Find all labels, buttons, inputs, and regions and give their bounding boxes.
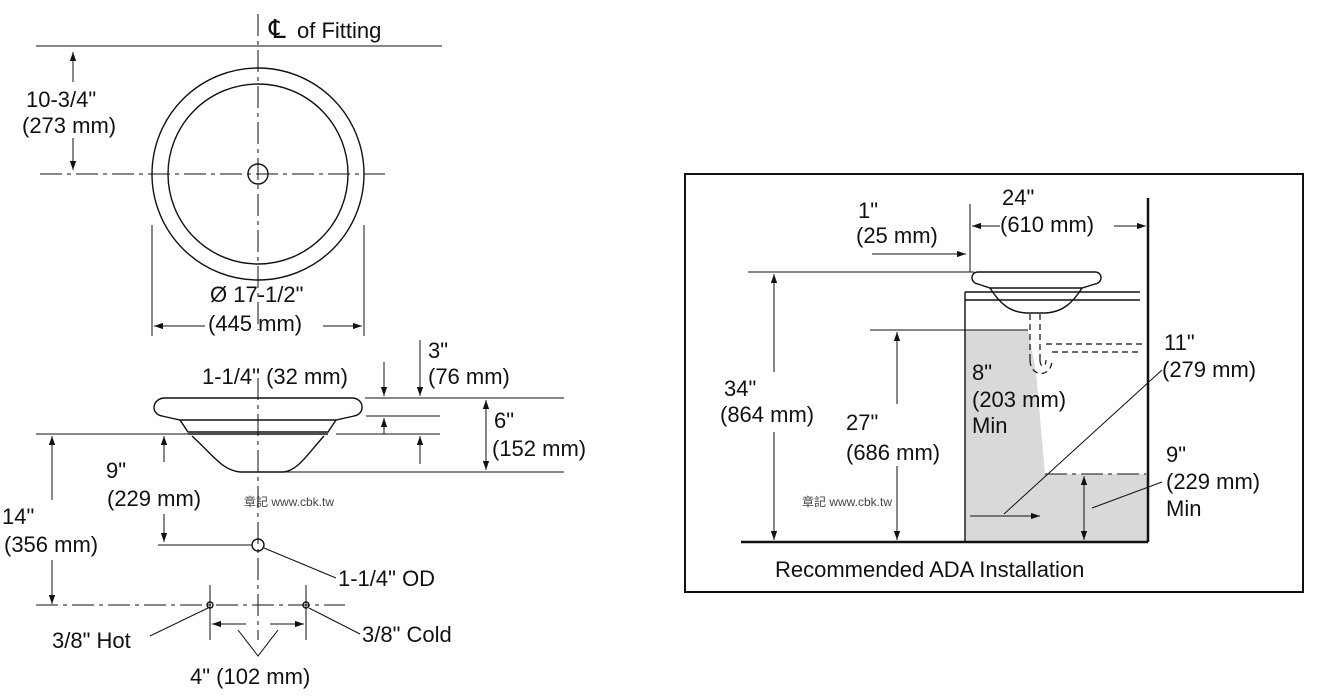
panel-frame [684,173,1304,593]
rim-label: 1-1/4" (32 mm) [202,364,348,389]
drain-outlet [251,538,265,552]
clearance-leader [1003,369,1163,515]
width-label-mm: (610 mm) [1000,212,1094,237]
sink-lip [179,419,337,433]
side-view: 1-1/4" (32 mm) 3" (76 mm) 6" (152 mm) 9"… [2,338,586,689]
bowl-height-label-in: 6" [494,408,514,433]
top-view: ℄ of Fitting 10-3/4" (273 mm) Ø 17-1/2" … [22,14,442,336]
width-label-in: 24" [1002,185,1034,210]
supply-label-in: 14" [2,504,34,529]
cold-label: 3/8" Cold [362,622,452,647]
hot-leader [149,607,209,637]
diameter-label-mm: (445 mm) [208,311,302,336]
toe-label-min: Min [1166,496,1201,521]
knee-depth-label-min: Min [972,413,1007,438]
ada-caption: Recommended ADA Installation [775,557,1084,582]
basin-inner-rim [167,83,349,265]
depth-label-mm: (273 mm) [22,113,116,138]
setback-label-in: 1" [858,198,878,223]
knee-depth-label-in: 8" [972,360,992,385]
drain-od-leader [263,547,337,579]
left-watermark: 章記 www.cbk.tw [244,494,334,509]
spacing-label: 4" (102 mm) [190,664,310,689]
depth-label-in: 10-3/4" [26,87,96,112]
top-height-label-in: 3" [428,338,448,363]
drain-hole [247,163,269,185]
knee-space-area [965,330,1148,541]
rim-height-label-mm: (864 mm) [720,402,814,427]
ada-sink-rim [971,271,1102,289]
drain-label-in: 9" [106,458,126,483]
cl-of-fitting-label: of Fitting [297,18,381,43]
drain-label-mm: (229 mm) [107,486,201,511]
p-trap-outer [1029,359,1053,375]
clearance-label-mm: (279 mm) [1162,357,1256,382]
toe-label-mm: (229 mm) [1166,469,1260,494]
supply-label-mm: (356 mm) [4,532,98,557]
spacing-pointer [237,629,279,657]
centerline-symbol: ℄ [268,14,286,44]
knee-height-label-in: 27" [846,410,878,435]
cold-leader [308,607,361,635]
setback-label-mm: (25 mm) [856,223,938,248]
toe-label-in: 9" [1166,442,1186,467]
top-height-label-mm: (76 mm) [428,364,510,389]
ada-sink-bowl [989,287,1083,314]
sink-bowl-profile [191,435,325,473]
basin-outer-rim [151,67,365,281]
toe-leader [1091,481,1163,509]
clearance-label-in: 11" [1164,330,1195,355]
hot-label: 3/8" Hot [52,628,131,653]
knee-depth-label-mm: (203 mm) [972,387,1066,412]
bowl-height-label-mm: (152 mm) [492,436,586,461]
ada-installation-panel: 1" (25 mm) 24" (610 mm) 34" (864 mm) 27"… [684,173,1304,593]
knee-height-label-mm: (686 mm) [846,440,940,465]
p-trap-inner [1039,359,1047,367]
diameter-label-in: Ø 17-1/2" [210,282,303,307]
rim-height-label-in: 34" [724,376,756,401]
right-watermark: 章記 www.cbk.tw [802,494,892,509]
drain-od-label: 1-1/4" OD [338,566,435,591]
